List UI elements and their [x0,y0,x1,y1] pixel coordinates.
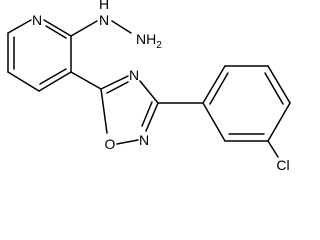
bond-c3-c5ox [70,71,102,90]
atom-symbol-amine: NH [136,31,156,47]
atom-symbol-hydrazine-n: N [99,12,109,28]
atom-label-hydrazine-h: H [99,0,109,12]
atom-labels: N N H NH2 N O N Cl [32,0,290,173]
atom-label-pyridine-n: N [32,12,42,28]
bond-n1-c2-inner [45,25,67,39]
bond-n2-o1 [116,139,139,145]
bond-c-cl [267,140,279,158]
bond-ph-c1-c2-inner [209,72,229,105]
bond-c2-nh [70,20,98,37]
bond-n4-c3ox [139,80,159,104]
bond-ph-c4-c5 [267,102,291,142]
bond-o1-c5ox [100,88,108,134]
bond-ph-c6-c1 [202,102,226,142]
atom-label-hydrazine-nh: N [99,12,109,28]
bond-c5ox-n4-inner [106,81,129,94]
bond-c3ox-n2-inner [141,101,153,127]
chemical-structure: N N H NH2 N O N Cl [7,0,291,173]
atom-label-chlorine: Cl [276,157,289,173]
bond-ph-c3-c4 [267,65,291,104]
atom-label-oxadiazole-o: O [105,136,116,152]
bond-nh-nh2 [111,20,132,34]
bond-ph-c1-c2 [202,65,226,104]
atom-label-amine: NH2 [136,31,162,51]
bond-c6-n1 [7,19,32,34]
bond-c3-c4 [38,71,72,92]
atom-subscript-amine: 2 [156,40,162,51]
atom-label-oxadiazole-n4: N [129,67,139,83]
bond-c3ox-n2 [145,102,159,132]
bond-n1-c2 [43,19,72,37]
atom-label-oxadiazole-n2: N [139,132,149,148]
bond-c4-c5 [7,71,40,92]
bond-c3-c4-inner [39,68,67,85]
bonds [7,19,291,158]
bond-c5ox-n4 [100,75,129,90]
bond-ph-c3-c4-inner [264,72,284,105]
